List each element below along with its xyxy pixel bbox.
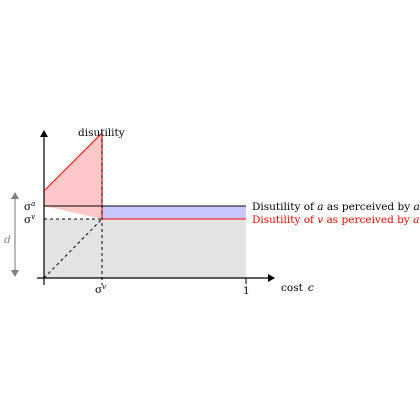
d-label: d [4, 234, 11, 246]
gray-region [44, 219, 246, 278]
pink-region [44, 133, 102, 219]
dashed-diagonal [43, 218, 103, 279]
y-axis-label: disutility [78, 127, 125, 139]
sigma-a-label: σa [24, 200, 35, 213]
sigma-v-label: σv [24, 213, 35, 226]
x-tick-sigma-v-label: σv [95, 283, 106, 296]
legend-disutility-v: Disutility of v as perceived by a [252, 214, 419, 226]
blue-region [102, 206, 246, 219]
legend-disutility-a: Disutility of a as perceived by a [252, 201, 420, 213]
x-tick-one-label: 1 [243, 285, 250, 297]
